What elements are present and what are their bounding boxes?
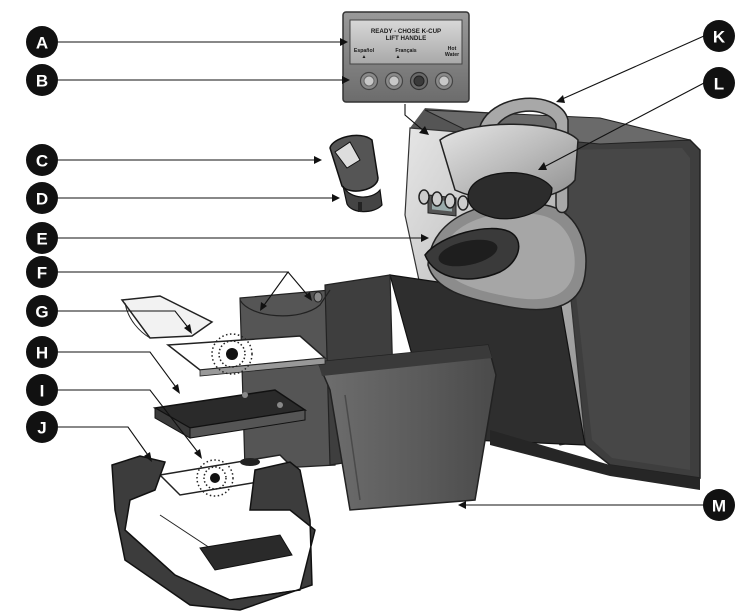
label-e: E [26,222,58,254]
svg-text:K: K [713,28,726,47]
svg-text:B: B [36,72,48,91]
svg-text:D: D [36,190,48,209]
svg-text:I: I [40,382,45,401]
label-k: K [703,20,735,52]
label-a: A [26,26,58,58]
svg-text:J: J [37,419,46,438]
label-l: L [703,67,735,99]
svg-text:H: H [36,344,48,363]
label-f: F [26,256,58,288]
svg-text:G: G [35,303,48,322]
label-c: C [26,144,58,176]
svg-text:E: E [36,230,47,249]
label-g: G [26,295,58,327]
svg-text:C: C [36,152,48,171]
control-panel-callout: READY - CHOSE K-CUP LIFT HANDLE Español … [343,12,469,102]
svg-text:A: A [36,34,48,53]
label-h: H [26,336,58,368]
svg-text:M: M [712,497,726,516]
label-j: J [26,411,58,443]
svg-text:L: L [714,75,724,94]
label-m: M [703,489,735,521]
cup-support [122,296,212,338]
display-option-water: Water [445,52,459,58]
svg-text:F: F [37,264,47,283]
label-d: D [26,182,58,214]
label-b: B [26,64,58,96]
water-reservoir [318,345,496,510]
display-line-2: LIFT HANDLE [386,35,427,42]
label-i: I [26,374,58,406]
k-cup-holder-assembly [330,135,382,212]
arrow-up-icon: ▲ [396,54,401,60]
arrow-up-icon: ▲ [362,54,367,60]
display-line-1: READY - CHOSE K-CUP [371,28,441,35]
